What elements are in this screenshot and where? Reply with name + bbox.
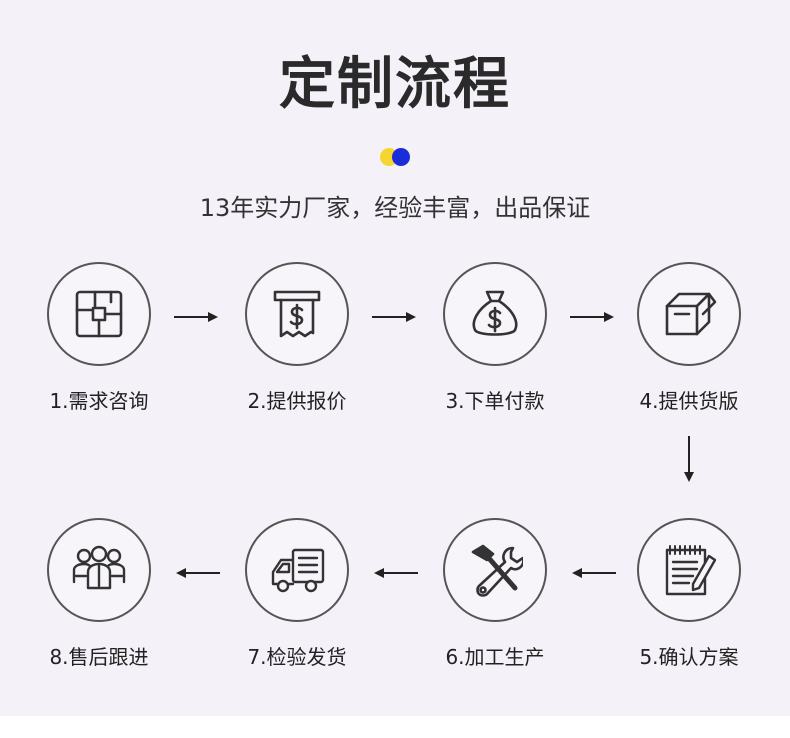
step-2-circle xyxy=(245,262,349,366)
blue-dot-icon xyxy=(392,148,410,166)
step-5-circle xyxy=(637,518,741,622)
bottom-strip xyxy=(0,716,790,738)
page-title: 定制流程 xyxy=(279,52,511,117)
step-2-label: 2.提供报价 xyxy=(247,389,347,413)
notepad-pen-icon xyxy=(665,545,717,596)
step-8-label: 8.售后跟进 xyxy=(49,645,149,669)
step-8-circle xyxy=(47,518,151,622)
arrow-right-icon xyxy=(372,312,416,322)
step-3-label: 3.下单付款 xyxy=(445,389,545,413)
step-7-label: 7.检验发货 xyxy=(247,645,347,669)
step-1-circle xyxy=(47,262,151,366)
arrow-left-icon xyxy=(176,568,220,578)
step-5-label: 5.确认方案 xyxy=(639,645,739,669)
step-6-label: 6.加工生产 xyxy=(445,645,545,669)
delivery-truck-icon xyxy=(271,548,325,593)
hammer-wrench-icon xyxy=(471,544,523,597)
page-subtitle: 13年实力厂家，经验丰富，出品保证 xyxy=(199,194,591,222)
money-bag-icon xyxy=(472,290,518,336)
step-4-circle xyxy=(637,262,741,366)
team-icon xyxy=(72,545,126,590)
step-1-label: 1.需求咨询 xyxy=(49,389,149,413)
arrow-down-icon xyxy=(684,436,694,482)
step-3-circle xyxy=(443,262,547,366)
floor-plan-icon xyxy=(75,290,123,338)
decorative-dots xyxy=(380,148,414,166)
arrow-right-icon xyxy=(570,312,614,322)
receipt-dollar-icon xyxy=(273,290,321,338)
box-icon xyxy=(665,292,717,336)
arrow-left-icon xyxy=(374,568,418,578)
step-6-circle xyxy=(443,518,547,622)
step-4-label: 4.提供货版 xyxy=(639,389,739,413)
arrow-right-icon xyxy=(174,312,218,322)
arrow-left-icon xyxy=(572,568,616,578)
step-7-circle xyxy=(245,518,349,622)
